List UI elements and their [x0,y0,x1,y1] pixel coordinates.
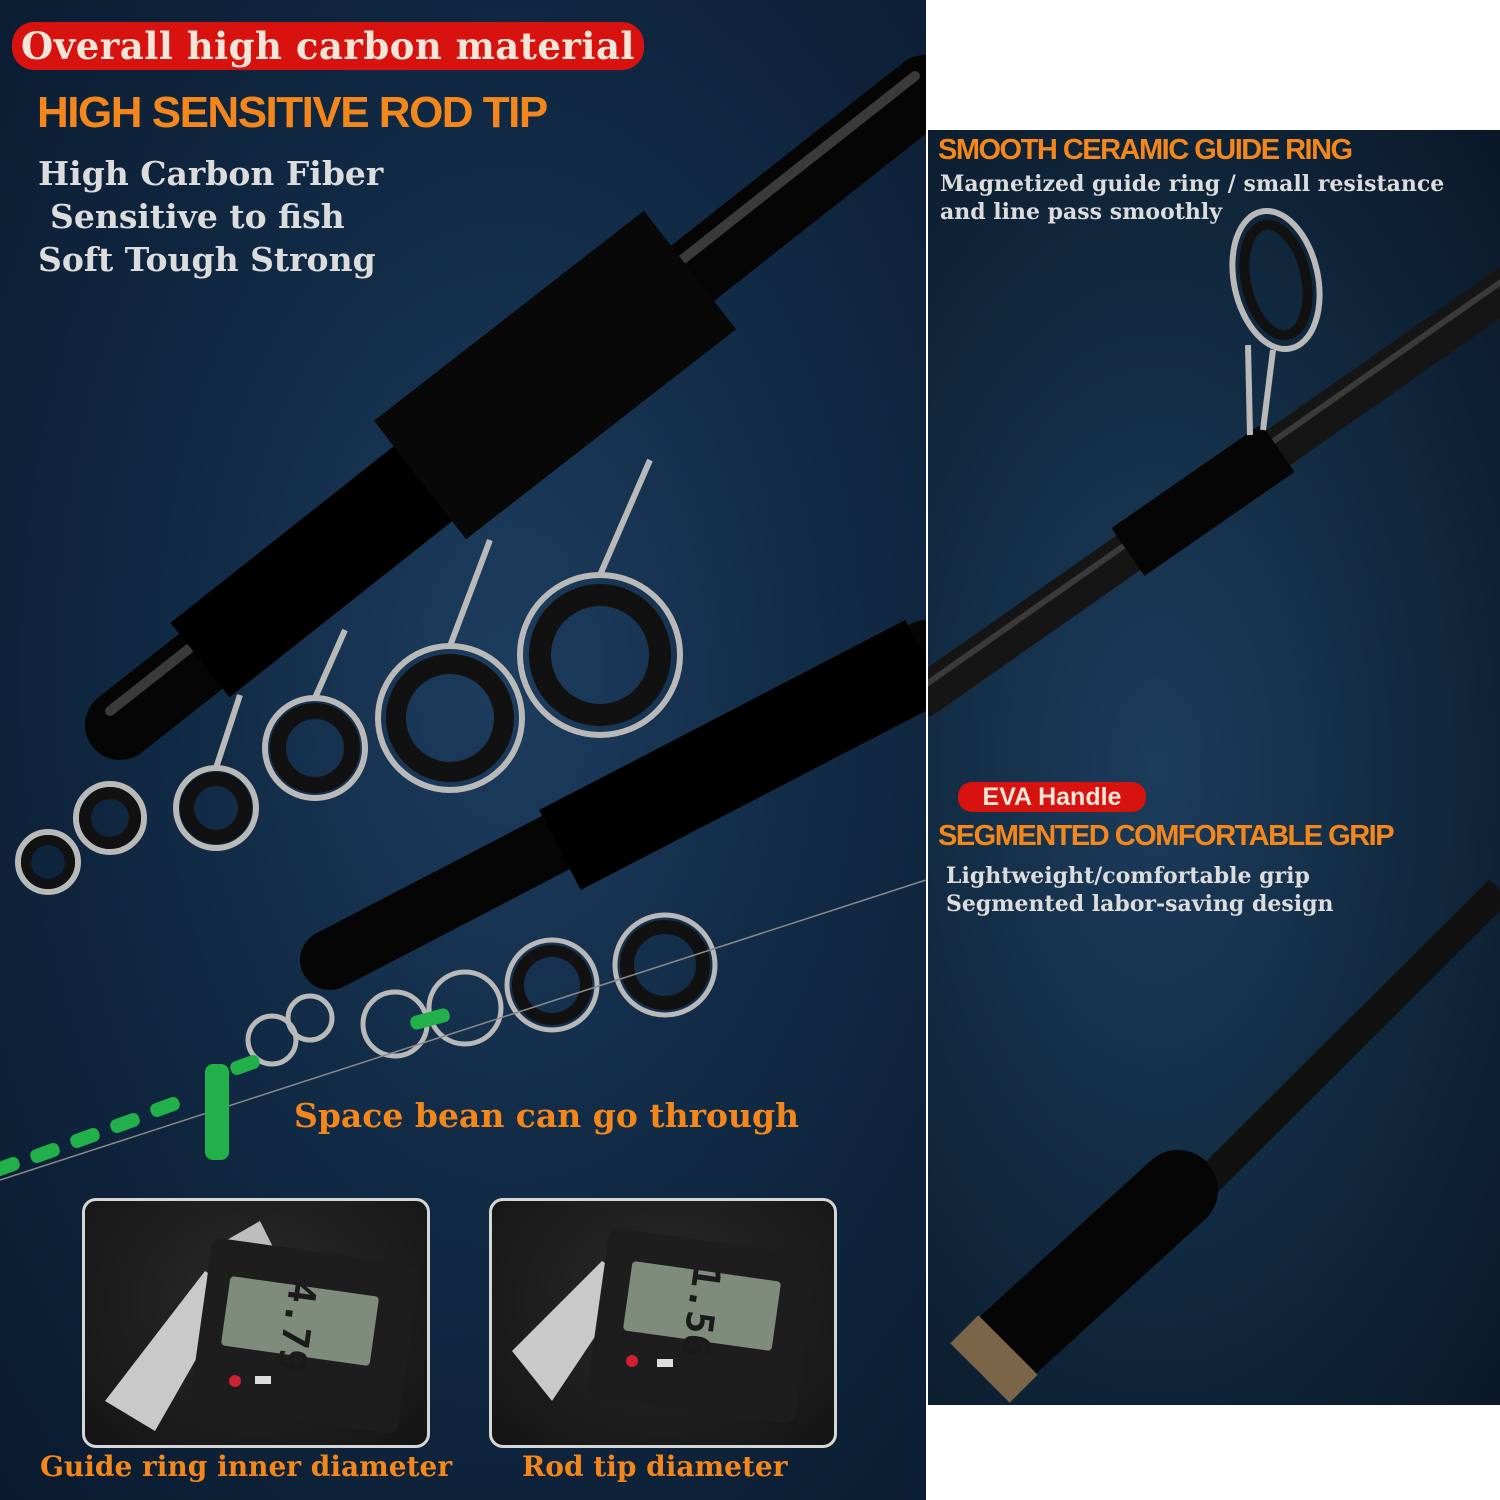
space-bean-caption: Space bean can go through [294,1096,800,1135]
description-line: Magnetized guide ring / small resistance [940,171,1445,197]
lower-rod [300,620,926,990]
description-line: and line pass smoothly [940,199,1223,225]
guide-ring-description: Magnetized guide ring / small resistance… [940,170,1444,226]
telescopic-rods-illustration [0,55,926,1181]
rod-tip-features: High Carbon Fiber Sensitive to fish Soft… [38,152,383,281]
lower-guide-rings [245,912,718,1067]
rod-tip-caliper-photo: 1.56 [489,1198,837,1448]
caliper-illustration: 1.56 [512,1228,817,1424]
rod-detail-illustration [928,207,1500,1403]
feature-line: Soft Tough Strong [38,240,376,279]
feature-line: High Carbon Fiber [38,154,384,193]
right-feature-panel: SMOOTH CERAMIC GUIDE RING Magnetized gui… [928,130,1500,1405]
grip-heading: SEGMENTED COMFORTABLE GRIP [938,820,1395,852]
eva-handle-rod [950,879,1500,1403]
grip-description: Lightweight/comfortable grip Segmented l… [946,862,1333,918]
guide-ring-heading: SMOOTH CERAMIC GUIDE RING [938,134,1353,166]
rod-tip-heading: HIGH SENSITIVE ROD TIP [37,88,548,137]
eva-handle-badge: EVA Handle [958,782,1146,812]
guide-ring-caliper-photo: 4.79 [82,1198,430,1448]
ceramic-guide-ring [1229,207,1323,436]
rod-tip-caption: Rod tip diameter [522,1450,788,1483]
description-line: Lightweight/comfortable grip [946,863,1310,889]
space-beans [0,1008,450,1178]
upper-guide-rings [15,458,683,895]
guide-ring-caption: Guide ring inner diameter [40,1450,453,1483]
caliper-illustration: 4.79 [105,1221,420,1434]
cork-butt-cap [950,1315,1038,1403]
description-line: Segmented labor-saving design [946,891,1334,917]
feature-line: Sensitive to fish [50,197,345,236]
upper-rod [85,55,926,760]
left-feature-panel: Overall high carbon material HIGH SENSIT… [0,0,926,1500]
rod-blank [928,266,1500,718]
material-badge: Overall high carbon material [12,22,644,70]
fishing-line [0,879,926,1181]
